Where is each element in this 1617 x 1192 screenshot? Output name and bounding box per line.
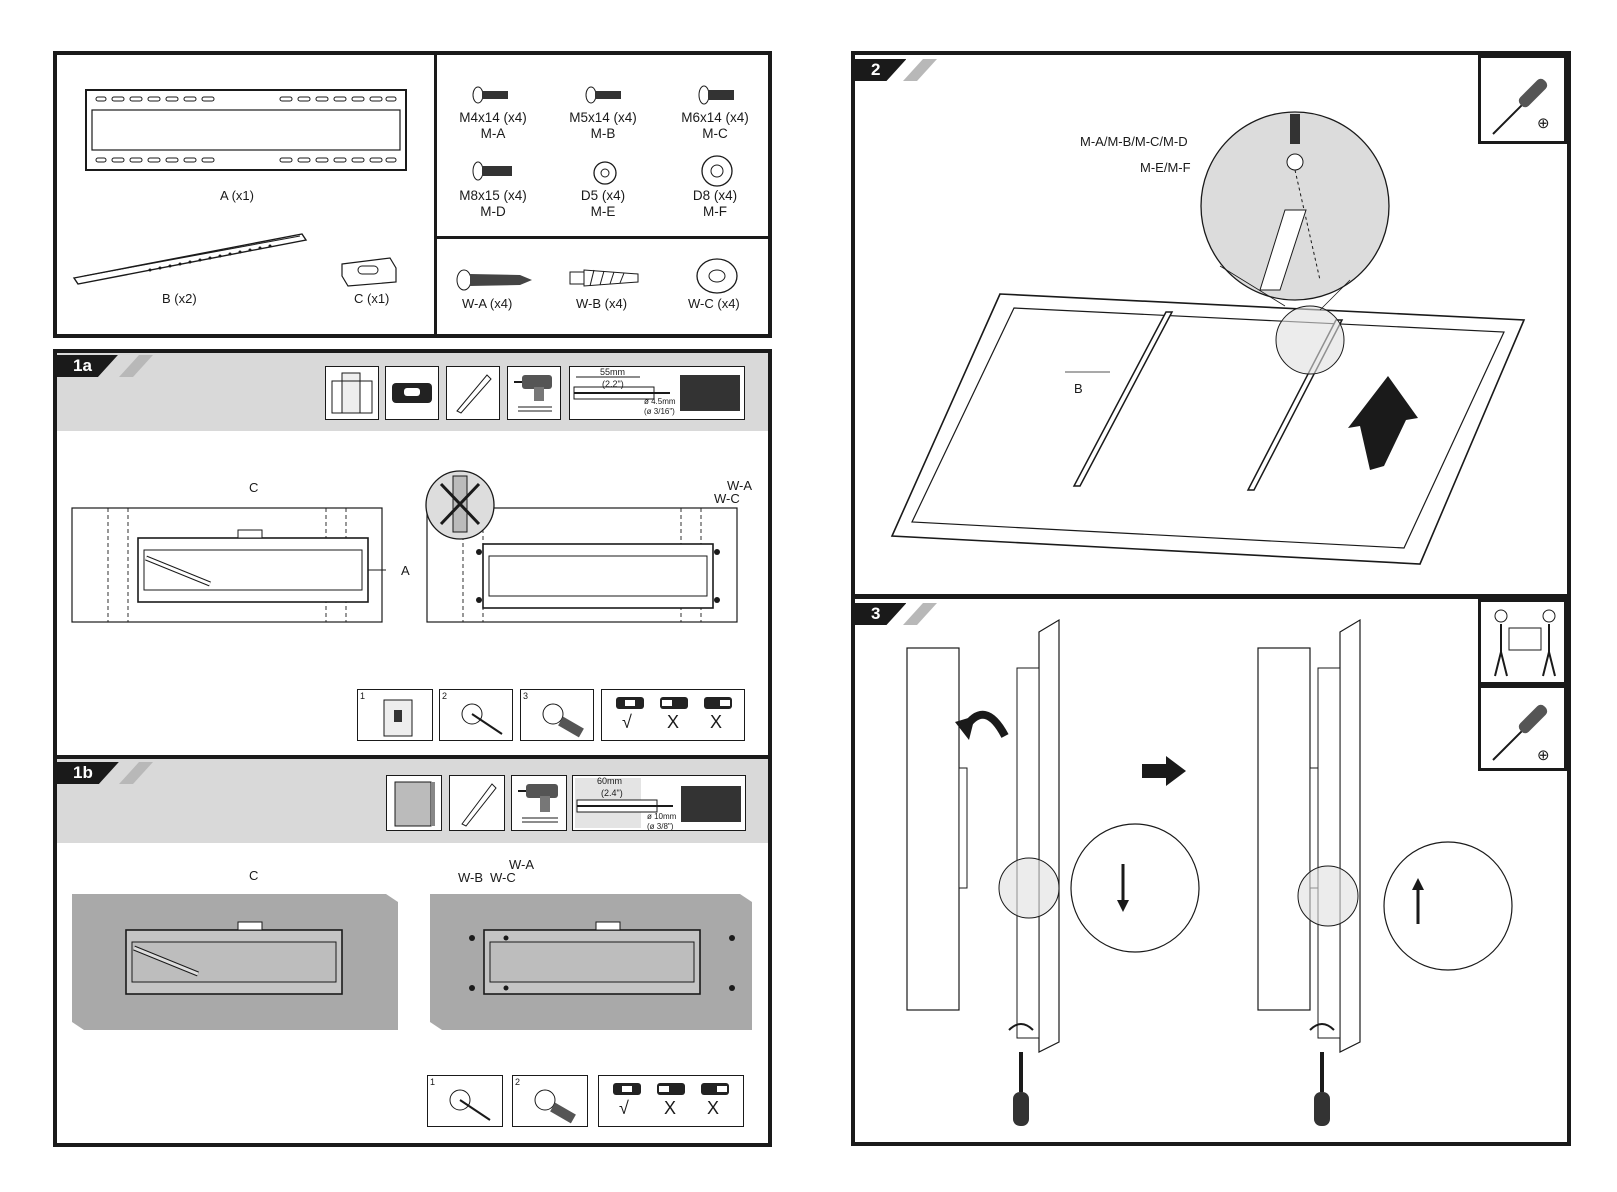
washer-callout-2: M-E/M-F [1140,160,1191,175]
level-check-1b: √ X X [598,1075,744,1127]
bracket-a-label: A (x1) [220,188,254,203]
part-mc: M6x14 (x4)M-C [660,110,770,142]
concrete-wall-screws-diagram [428,890,758,1034]
wood-wall-bracket-diagram [70,498,400,628]
drill-depth-diagram: 60mm (2.4") ø 10mm (ø 3/8") [572,775,746,831]
rail-b-label: B (x2) [162,291,197,306]
bracket-a-drawing [84,88,414,178]
drill-tool [511,775,567,831]
drill-depth-in: (2.4") [601,788,623,798]
level-tool [385,366,439,420]
pencil-mark-icon [450,696,506,738]
part-md: M8x15 (x4)M-D [438,188,548,220]
callout-wc-1a: W-C [714,491,740,506]
wood-screw-icon [456,268,534,292]
drill-bit-size: ø 4.5mm [644,397,676,406]
drill-bit-size: ø 10mm [647,812,676,821]
tv-rear-rails-diagram [890,110,1530,580]
part-wc: W-C (x4) [688,296,740,311]
level-icon [390,379,434,407]
pencil-icon [456,780,500,828]
concrete-wall-bracket-diagram [70,890,400,1034]
level-mark-bad: X [667,712,679,733]
drill-mark-icon [531,696,587,738]
substep-1a-3: 3 [520,689,594,741]
part-mb: M5x14 (x4)M-B [548,110,658,142]
screw-icon [585,85,625,105]
pencil-icon [451,371,495,415]
part-mf: D8 (x4)M-F [660,188,770,220]
wall-icon [393,780,437,828]
screw-icon [472,85,512,105]
parts-divider-horizontal [436,236,770,239]
level-mark-ok: √ [622,712,632,733]
pencil-mark-icon [438,1082,494,1124]
wood-wall-screws-diagram [425,470,745,630]
drill-mark-icon [523,1082,579,1124]
callout-wc-1b: W-C [490,870,516,885]
level-icon [613,1082,733,1096]
parts-divider-vertical [434,53,437,336]
drill-tool [507,366,561,420]
washer-icon [592,160,618,186]
screw-icon [472,160,516,182]
part-wb: W-B (x4) [576,296,627,311]
rail-callout-2: B [1074,381,1083,396]
drill-depth-diagram: 55mm (2.2") ø 4.5mm (ø 3/16") [569,366,745,420]
drill-depth-mm: 60mm [597,776,622,786]
washer-icon [695,256,739,296]
stud-icon [378,696,418,738]
hang-tv-left-diagram [905,618,1225,1128]
drill-depth-in: (2.2") [602,379,624,389]
part-me: D5 (x4)M-E [548,188,658,220]
pencil-tool [449,775,505,831]
drill-depth-mm: 55mm [600,367,625,377]
substep-1b-2: 2 [512,1075,588,1127]
concrete-wall-tool [386,775,442,831]
level-mark-bad: X [707,1098,719,1119]
anchor-icon [568,266,642,290]
drill-icon [516,780,564,828]
stud-icon [330,371,374,415]
callout-wb-1b: W-B [458,870,483,885]
level-c-label: C (x1) [354,291,389,306]
substep-1b-1: 1 [427,1075,503,1127]
callout-c-1a: C [249,480,258,495]
callout-c-1b: C [249,868,258,883]
hang-tv-right-diagram [1256,618,1566,1128]
callout-a-1a: A [401,563,410,578]
level-mark-ok: √ [619,1098,629,1119]
rail-b-drawing [70,228,310,288]
level-check-1a: √ X X [601,689,745,741]
drill-bit-size-in: (ø 3/16") [644,407,675,416]
level-mark-bad: X [664,1098,676,1119]
washer-icon [700,154,734,188]
substep-1a-1: 1 [357,689,433,741]
part-wa: W-A (x4) [462,296,512,311]
part-ma: M4x14 (x4)M-A [438,110,548,142]
stud-finder-tool [325,366,379,420]
arrow-right-icon [1140,756,1188,786]
level-mark-bad: X [710,712,722,733]
screw-callout-2: M-A/M-B/M-C/M-D [1080,134,1188,149]
level-icon [616,696,736,710]
drill-icon [512,371,558,415]
pencil-tool [446,366,500,420]
level-c-drawing [340,254,400,288]
phillips-plus-icon: ⊕ [1537,114,1550,132]
screw-icon [698,84,738,106]
drill-bit-size-in: (ø 3/8") [647,822,673,831]
callout-wa-1b: W-A [509,857,534,872]
substep-1a-2: 2 [439,689,513,741]
